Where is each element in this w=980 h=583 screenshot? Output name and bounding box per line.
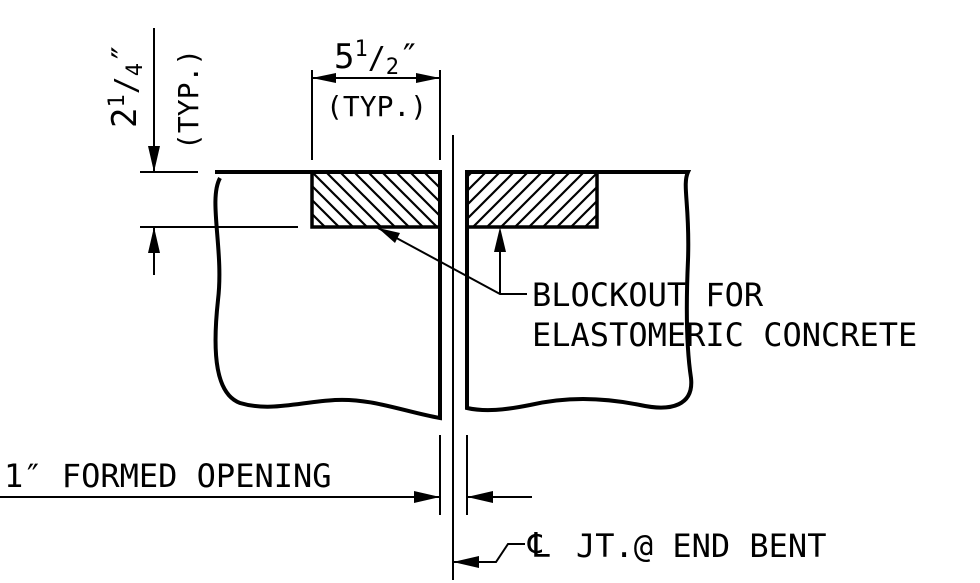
centerline-leader-arrow [453, 556, 479, 568]
opening-label: 1″ FORMED OPENING [4, 457, 332, 495]
width-slash: / [368, 41, 386, 76]
depth-typ-label: (TYP.) [172, 49, 205, 150]
depth-whole: 2 [105, 108, 145, 128]
blockout-leader-arrow [378, 228, 400, 243]
centerline-label: JT.@ END BENT [576, 527, 826, 565]
blockout-label-line2: ELASTOMERIC CONCRETE [532, 316, 917, 354]
left-blockout [310, 170, 442, 229]
width-den: 2 [386, 55, 399, 80]
depth-num: 1 [105, 94, 130, 107]
width-inch: ″ [399, 37, 419, 77]
width-arrow-left [312, 73, 336, 83]
right-slab-outline [465, 170, 694, 413]
centerline-leader [453, 543, 525, 563]
opening-arrow-left [414, 491, 440, 503]
blockout-leader-branch-arrow [494, 227, 506, 252]
centerline-symbol: ℄ [527, 526, 550, 566]
depth-arrow-bottom [148, 227, 160, 253]
width-whole: 5 [334, 37, 354, 77]
opening-arrow-right [467, 491, 493, 503]
svg-text:51/2″: 51/2″ [334, 37, 420, 80]
svg-text:21/4″: 21/4″ [105, 42, 148, 128]
depth-slash: / [109, 76, 144, 94]
depth-arrow-top [148, 146, 160, 172]
depth-inch: ″ [105, 42, 145, 62]
width-num: 1 [354, 37, 367, 62]
blockout-label-line1: BLOCKOUT FOR [532, 276, 764, 314]
right-blockout [465, 170, 599, 229]
width-arrow-right [416, 73, 440, 83]
left-slab-outline [213, 170, 442, 421]
width-typ-label: (TYP.) [326, 90, 427, 123]
depth-den: 4 [123, 63, 148, 76]
